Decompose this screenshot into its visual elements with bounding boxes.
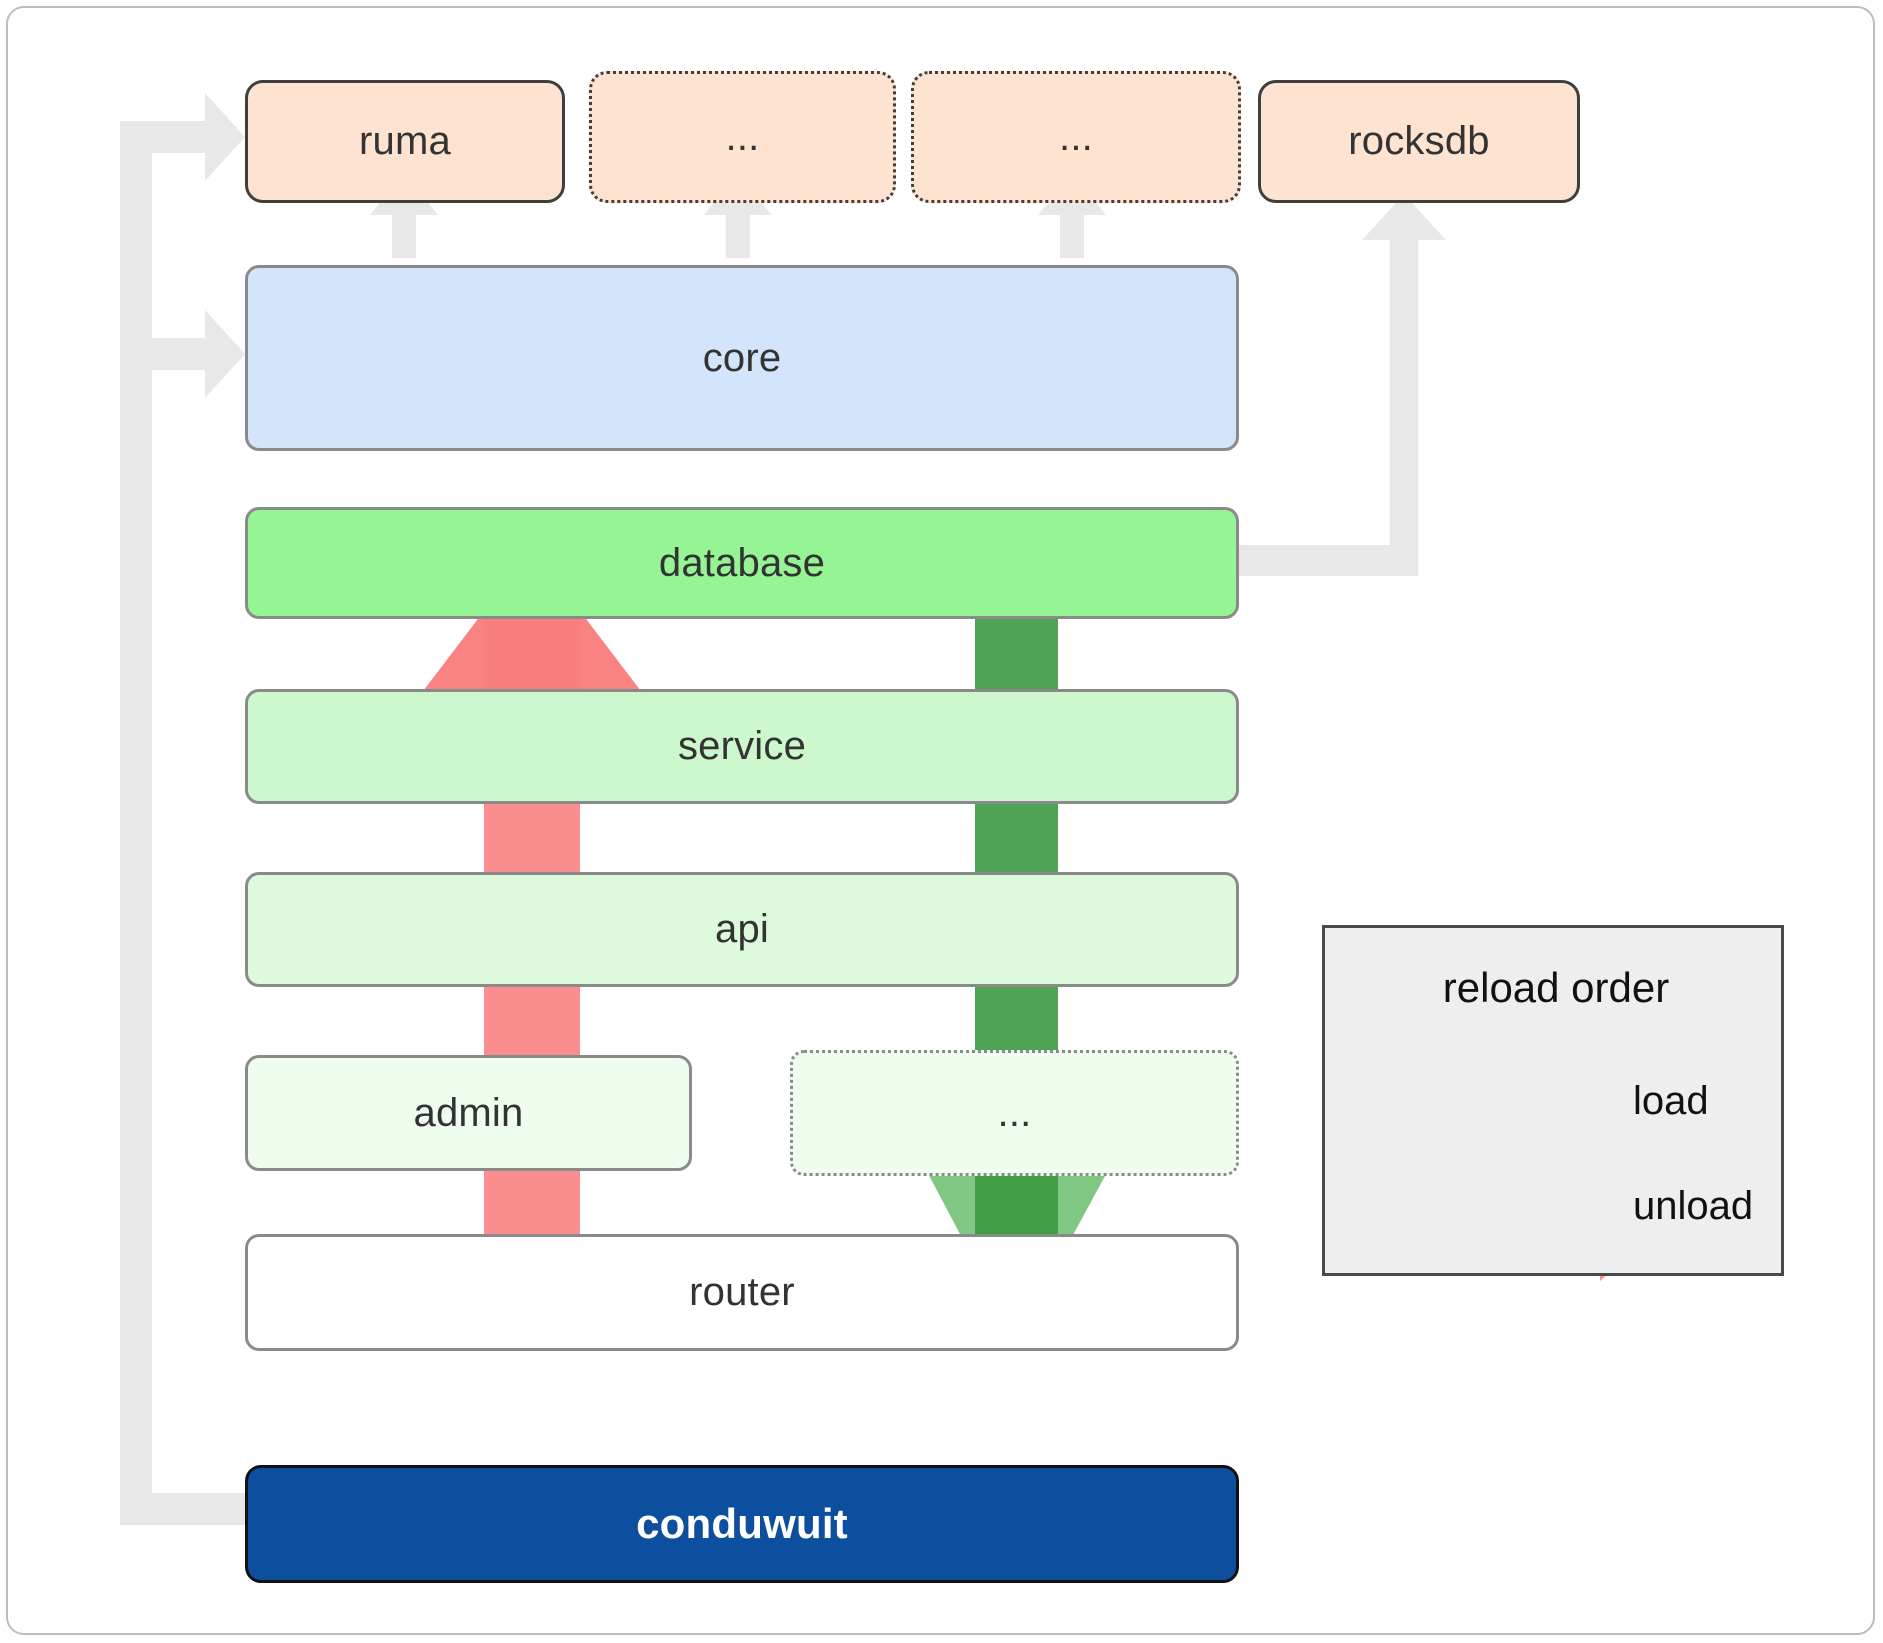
layer-label-core: core [702,335,782,380]
legend-title: reload order [1442,964,1670,1011]
layer-box-api[interactable]: api [245,872,1239,987]
layer-box-service[interactable]: service [245,689,1239,804]
root-label-conduwuit: conduwuit [636,1500,848,1547]
dependency-label-dots-1: ... [725,114,760,159]
root-box-conduwuit[interactable]: conduwuit [245,1465,1239,1583]
dependency-box-ruma[interactable]: ruma [245,80,565,203]
layer-label-admin: admin [413,1090,524,1135]
dependency-box-rocksdb[interactable]: rocksdb [1258,80,1580,203]
layer-box-core[interactable]: core [245,265,1239,451]
layer-box-router[interactable]: router [245,1234,1239,1351]
dependency-label-dots-2: ... [1059,114,1093,159]
layer-box-admin[interactable]: admin [245,1055,692,1171]
dependency-label-ruma: ruma [359,119,451,163]
layer-label-service: service [677,724,807,768]
layer-box-dots-3[interactable]: ... [790,1050,1239,1176]
legend-label-load: load [1633,1079,1709,1123]
dependency-label-rocksdb: rocksdb [1348,119,1490,163]
legend-panel: reload order load unload [1322,925,1784,1276]
legend-row-load: load [1325,1071,1787,1141]
legend-label-unload: unload [1633,1184,1754,1228]
dependency-box-dots-2[interactable]: ... [911,71,1241,203]
connector-conduwuit-to-ruma-and-core [120,93,245,1525]
legend-row-unload: unload [1325,1176,1787,1246]
connector-database-to-rocksdb [1236,194,1446,576]
layer-label-api: api [715,907,769,951]
layer-label-database: database [658,540,826,585]
layer-label-router: router [689,1270,795,1314]
dependency-box-dots-1[interactable]: ... [589,71,896,203]
layer-label-dots-3: ... [997,1090,1032,1135]
layer-box-database[interactable]: database [245,507,1239,619]
